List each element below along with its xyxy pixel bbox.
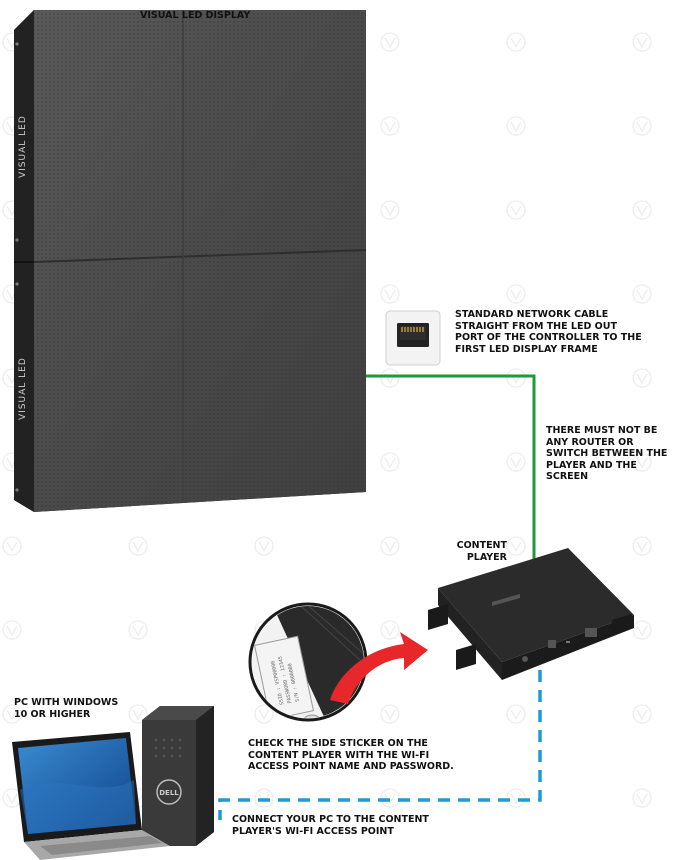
ethernet-port-icon	[385, 310, 441, 366]
laptop	[12, 732, 170, 860]
led-display-wall	[14, 10, 367, 512]
wifi-link-line	[218, 670, 542, 820]
pc-brand-text: DELL	[159, 789, 179, 797]
router-note: THERE MUST NOT BE ANY ROUTER OR SWITCH B…	[546, 425, 668, 482]
panel-logo-text: VISUAL LED	[18, 357, 28, 420]
cable-note: STANDARD NETWORK CABLE STRAIGHT FROM THE…	[455, 309, 642, 355]
content-player-device	[428, 548, 634, 680]
network-cable-line	[366, 374, 536, 560]
pc-tower: DELL	[142, 706, 214, 846]
panel-logo-bottom: VISUAL LED	[18, 357, 28, 420]
wifi-note: CONNECT YOUR PC TO THE CONTENT PLAYER'S …	[232, 814, 429, 837]
sticker-note: CHECK THE SIDE STICKER ON THE CONTENT PL…	[248, 738, 454, 772]
panel-logo-text: VISUAL LED	[18, 115, 28, 178]
player-title: CONTENT PLAYER	[456, 540, 507, 563]
curved-arrow-icon	[330, 632, 428, 704]
display-title: VISUAL LED DISPLAY	[140, 10, 251, 21]
sticker-magnifier: SSID : VSP00000 PASSWORD : 12345 S/N : 0…	[248, 602, 368, 722]
panel-logo-top: VISUAL LED	[18, 115, 28, 178]
pc-title: PC WITH WINDOWS 10 OR HIGHER	[14, 697, 119, 720]
